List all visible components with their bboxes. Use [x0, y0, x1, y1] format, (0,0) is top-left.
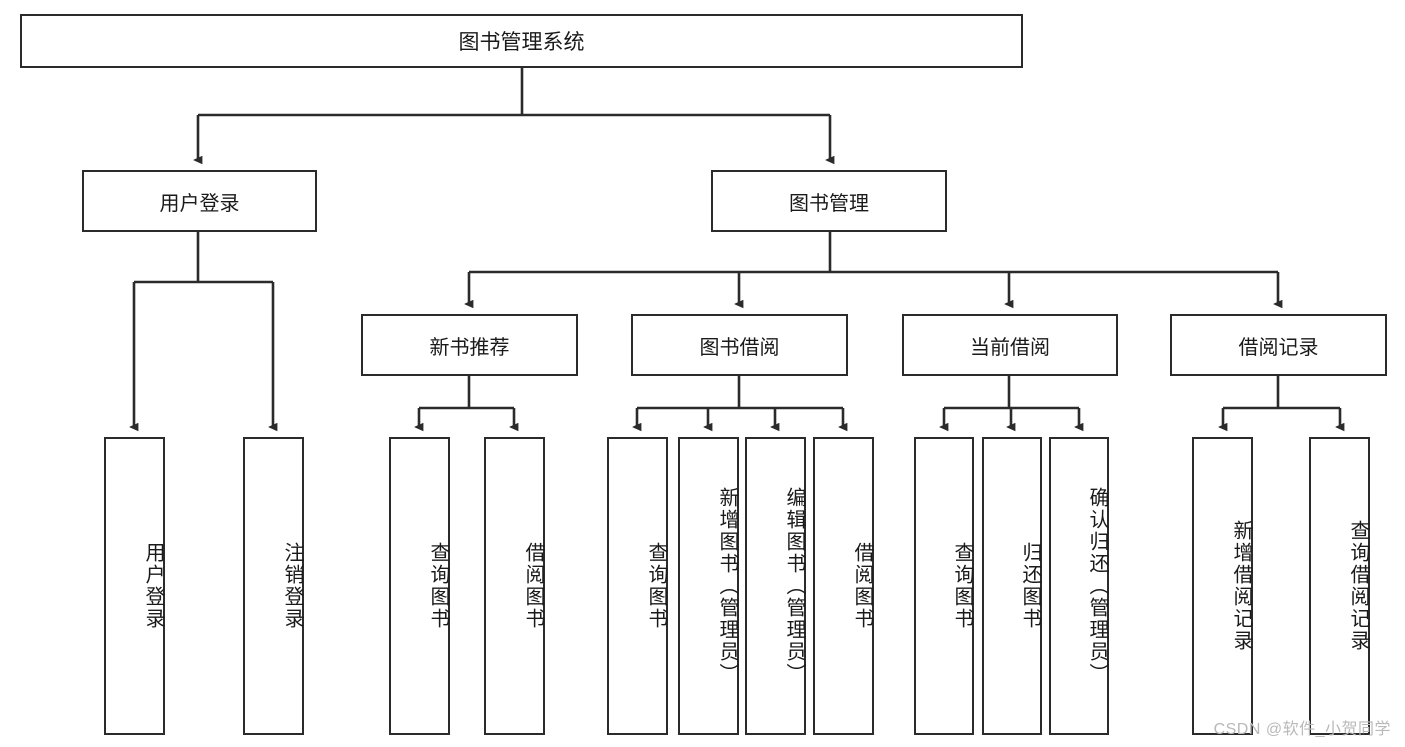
- node-label: 确认归还（管理员）: [1086, 487, 1108, 685]
- node-label: 查询借阅记录: [1347, 520, 1369, 652]
- node-label: 查询图书: [951, 542, 973, 630]
- node-label: 图书借阅: [699, 336, 780, 359]
- node-root-book-management-system[interactable]: 图书管理系统: [20, 14, 1023, 68]
- node-leaf-new-book-borrow[interactable]: 借阅图书: [484, 437, 545, 735]
- node-label: 用户登录: [159, 192, 240, 215]
- node-leaf-new-book-query[interactable]: 查询图书: [389, 437, 450, 735]
- node-leaf-borrow-record-add[interactable]: 新增借阅记录: [1192, 437, 1253, 735]
- node-leaf-book-borrow-query[interactable]: 查询图书: [607, 437, 668, 735]
- node-leaf-current-borrow-return[interactable]: 归还图书: [982, 437, 1042, 735]
- node-leaf-borrow-record-query[interactable]: 查询借阅记录: [1309, 437, 1370, 735]
- node-leaf-book-borrow-edit[interactable]: 编辑图书（管理员）: [745, 437, 806, 735]
- node-label: 借阅图书: [851, 542, 873, 630]
- node-label: 借阅记录: [1238, 336, 1319, 359]
- node-leaf-user-login-login[interactable]: 用户登录: [104, 437, 165, 735]
- node-leaf-current-borrow-confirm-return[interactable]: 确认归还（管理员）: [1049, 437, 1109, 735]
- node-label: 新增借阅记录: [1230, 520, 1252, 652]
- node-label: 归还图书: [1019, 542, 1041, 630]
- node-label: 图书管理系统: [458, 31, 585, 54]
- node-leaf-user-login-logout[interactable]: 注销登录: [243, 437, 304, 735]
- node-borrow-record[interactable]: 借阅记录: [1170, 314, 1387, 376]
- node-leaf-current-borrow-query[interactable]: 查询图书: [914, 437, 974, 735]
- node-book-borrowing[interactable]: 图书借阅: [631, 314, 848, 376]
- node-label: 当前借阅: [970, 336, 1050, 359]
- node-label: 借阅图书: [522, 542, 544, 630]
- node-label: 图书管理: [789, 192, 869, 215]
- node-leaf-book-borrow-borrow[interactable]: 借阅图书: [813, 437, 874, 735]
- node-label: 编辑图书（管理员）: [783, 487, 805, 685]
- node-label: 注销登录: [281, 542, 303, 630]
- node-label: 新书推荐: [429, 336, 510, 359]
- node-book-management[interactable]: 图书管理: [711, 170, 947, 232]
- node-current-borrowing[interactable]: 当前借阅: [902, 314, 1118, 376]
- node-label: 查询图书: [645, 542, 667, 630]
- node-label: 新增图书（管理员）: [716, 487, 738, 685]
- node-label: 用户登录: [142, 542, 164, 630]
- node-user-login[interactable]: 用户登录: [82, 170, 317, 232]
- node-new-book-recommendation[interactable]: 新书推荐: [361, 314, 578, 376]
- node-label: 查询图书: [427, 542, 449, 630]
- node-leaf-book-borrow-add[interactable]: 新增图书（管理员）: [678, 437, 739, 735]
